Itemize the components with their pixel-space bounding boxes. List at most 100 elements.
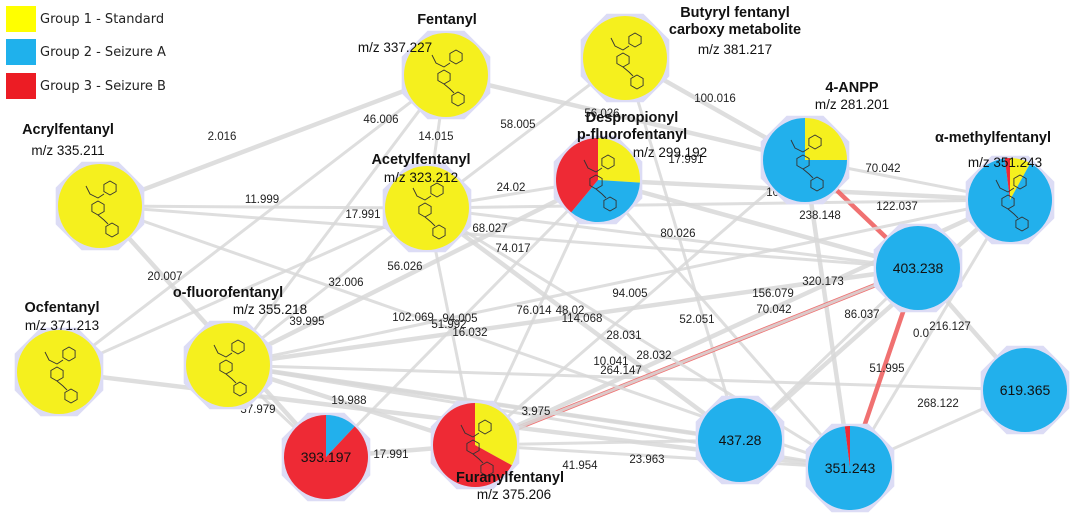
legend-label-group-1: Group 1 - Standard <box>40 12 165 27</box>
edge-desprop-n403 <box>595 177 921 271</box>
edge-label: 23.963 <box>629 454 664 466</box>
pie-slice-group-1 <box>186 323 270 407</box>
pie-slice-group-3 <box>432 403 512 487</box>
edge-label: 46.006 <box>363 114 398 126</box>
pie-slice-group-3 <box>556 138 598 213</box>
node-name-label: Fentanyl <box>417 12 477 28</box>
legend-item-group-2: Group 2 - Seizure A <box>6 39 166 65</box>
edge-ofluoro-desprop <box>225 177 601 368</box>
edge-acryl-n403 <box>98 204 920 270</box>
legend-swatch-group-2 <box>6 39 36 65</box>
pie-slice-group-1 <box>385 166 469 250</box>
pie-slice-group-2 <box>807 426 892 510</box>
node-mz-label: m/z 281.201 <box>815 97 889 112</box>
edge-label: 86.037 <box>844 309 879 321</box>
edge-label: 114.068 <box>562 313 603 325</box>
node-n393[interactable]: 393.197 <box>281 412 371 502</box>
edge-furanyl-n351b <box>473 266 920 447</box>
fentanyl-structure-icon <box>431 49 465 107</box>
edge-label: 16.032 <box>452 327 487 339</box>
node-mz-label: m/z 335.211 <box>31 143 104 158</box>
edge-label: 17.991 <box>345 209 380 221</box>
edge-acetyl-n437 <box>424 205 743 443</box>
furanylfentanyl-structure-icon <box>460 419 494 477</box>
edge-anpp-furanyl <box>473 158 807 447</box>
legend-label-group-2: Group 2 - Seizure A <box>40 45 166 60</box>
node-name-label: Furanylfentanyl <box>456 470 564 486</box>
node-desprop[interactable] <box>553 135 643 225</box>
edge-acryl-acetyl <box>98 204 429 210</box>
edge-fentanyl-ofluoro <box>226 73 448 367</box>
node-mz-label: m/z 381.217 <box>698 42 772 57</box>
edge-amethyl-n437 <box>737 197 1013 443</box>
node-mz-label: m/z 355.218 <box>233 302 307 317</box>
edge-label: 19.988 <box>331 395 366 407</box>
node-name-label: o-fluorofentanyl <box>173 285 283 301</box>
node-butyryl[interactable] <box>580 13 670 103</box>
pie-slice-group-2 <box>968 158 1052 242</box>
edge-label: 56.026 <box>387 261 422 273</box>
node-name-label: p-fluorofentanyl <box>577 127 687 143</box>
edge-label: 17.991 <box>668 154 703 166</box>
node-name-label: α-methylfentanyl <box>935 130 1051 146</box>
pie-slice-group-3 <box>844 426 850 468</box>
legend: Group 1 - Standard Group 2 - Seizure A G… <box>6 4 166 104</box>
node-n619[interactable]: 619.365 <box>980 345 1070 435</box>
node-name-label: Despropionyl <box>586 110 679 126</box>
node-fentanyl[interactable] <box>401 30 491 120</box>
node-acetyl[interactable] <box>382 163 472 253</box>
edge-label: 10.041 <box>593 356 628 368</box>
edge-ofluoro-amethyl <box>226 198 1012 367</box>
edge-fentanyl-ocf <box>57 73 448 374</box>
legend-swatch-group-1 <box>6 6 36 32</box>
node-amethyl[interactable] <box>965 155 1055 245</box>
node-n403[interactable]: 403.238 <box>873 223 963 313</box>
node-mz-label: m/z 323.212 <box>384 170 458 185</box>
acetylfentanyl-structure-icon <box>412 182 446 240</box>
pie-slice-group-1 <box>805 118 847 160</box>
pie-slice-group-2 <box>983 348 1067 432</box>
edge-ofluoro-n403 <box>225 265 921 368</box>
edge-label: 14.015 <box>418 131 453 143</box>
node-name-label: Butyryl fentanyl <box>680 5 790 21</box>
edge-label: 28.032 <box>636 350 671 362</box>
node-acryl[interactable] <box>55 161 145 251</box>
node-name-label: Acetylfentanyl <box>371 152 470 168</box>
edge-label: 100.016 <box>694 93 736 105</box>
legend-item-group-1: Group 1 - Standard <box>6 6 166 32</box>
edge-label: 39.995 <box>289 316 324 328</box>
edge-anpp-n351 <box>802 157 853 471</box>
node-mz-label: m/z 351.243 <box>968 155 1042 170</box>
edge-n351-amethyl <box>848 198 1012 470</box>
pie-slice-group-1 <box>583 16 667 100</box>
ocfentanyl-structure-icon <box>44 346 78 404</box>
node-n351[interactable]: 351.243 <box>805 423 895 513</box>
edge-label: 52.051 <box>679 314 714 326</box>
node-mz-label: m/z 299.192 <box>633 145 707 160</box>
pie-slice-group-2 <box>326 415 355 457</box>
edge-label: 24.02 <box>497 182 526 194</box>
node-furanyl[interactable] <box>430 400 520 490</box>
pie-slice-group-1 <box>475 403 517 466</box>
node-anpp[interactable] <box>760 115 850 205</box>
despropionyl-p-fluorofentanyl-structure-icon <box>583 154 617 212</box>
node-n437[interactable]: 437.28 <box>695 395 785 485</box>
edge-label: 70.042 <box>756 304 791 316</box>
edge-label: 320.173 <box>802 276 844 288</box>
node-name-label: Ocfentanyl <box>25 300 100 316</box>
pie-slice-group-2 <box>763 118 847 202</box>
4-anpp-structure-icon <box>790 134 824 192</box>
pie-slice-group-2 <box>698 398 782 482</box>
node-ocf[interactable] <box>14 327 104 417</box>
edge-label: 94.005 <box>612 288 647 300</box>
edge-butyryl-n437 <box>623 56 742 442</box>
edge-label: 156.079 <box>752 288 794 300</box>
edge-label: 80.026 <box>660 228 695 240</box>
node-name-label: carboxy metabolite <box>669 22 801 38</box>
node-name-label: 4-ANPP <box>825 80 879 96</box>
node-ofluoro[interactable] <box>183 320 273 410</box>
edge-label: 51.992 <box>431 319 466 331</box>
edge-label: 268.122 <box>917 398 959 410</box>
